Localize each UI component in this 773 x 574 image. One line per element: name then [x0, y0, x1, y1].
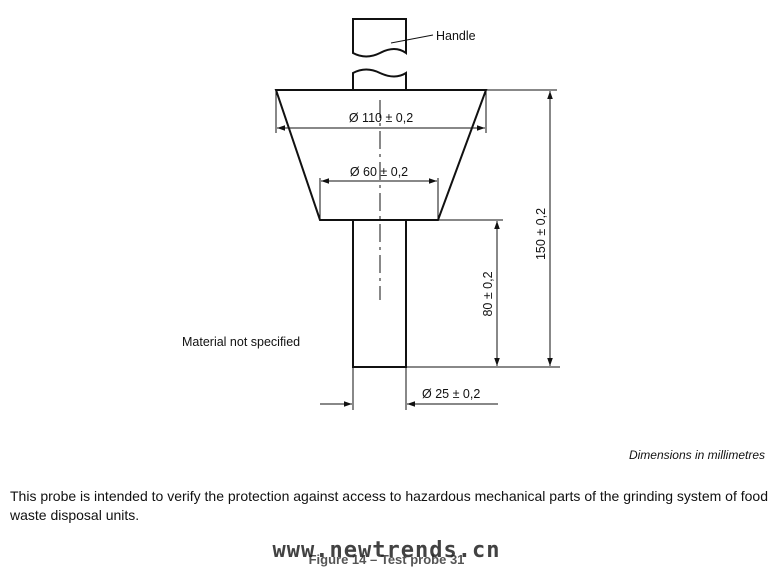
handle-top-shape: [352, 18, 407, 58]
handle-leader: [390, 34, 434, 44]
handle-label: Handle: [436, 29, 476, 43]
shaft-diameter-label: Ø 25 ± 0,2: [422, 387, 480, 401]
description-text: This probe is intended to verify the pro…: [10, 488, 768, 523]
handle-bottom-shape: [352, 68, 407, 91]
mid-diameter-label: Ø 60 ± 0,2: [350, 165, 408, 179]
probe-shaft: [352, 219, 407, 368]
units-note: Dimensions in millimetres: [628, 448, 765, 462]
shaft-length-label: 80 ± 0,2: [481, 271, 495, 316]
cone-body: [274, 89, 488, 221]
total-length-label: 150 ± 0,2: [534, 208, 548, 260]
figure-caption: Figure 14 – Test probe 31: [308, 552, 465, 567]
material-note: Material not specified: [182, 335, 300, 349]
top-diameter-label: Ø 110 ± 0,2: [349, 111, 413, 125]
watermark: www.newtrends.cn: [272, 538, 501, 563]
